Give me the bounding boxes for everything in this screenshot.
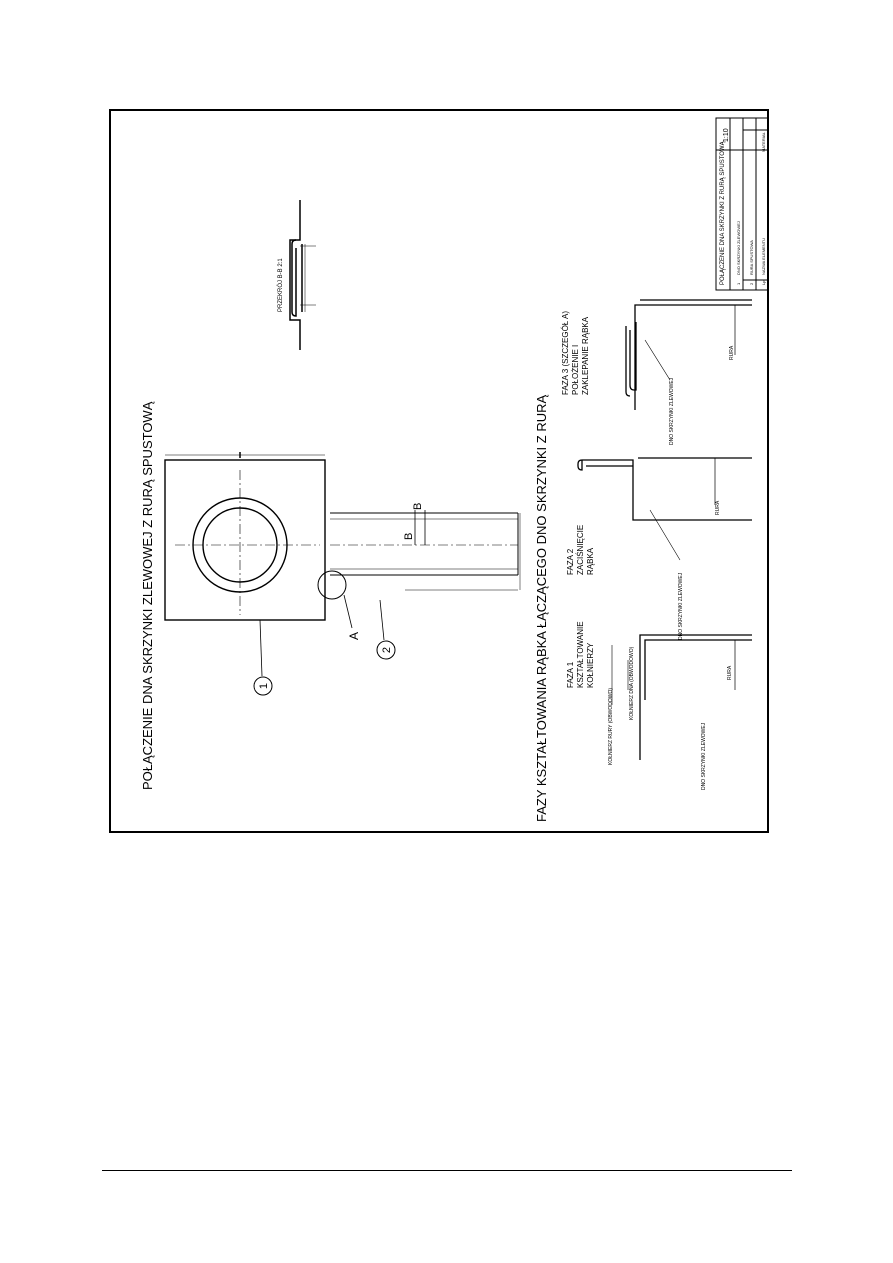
title-block-header-no: Lp [761, 280, 766, 285]
callout-2: 2 [381, 647, 393, 653]
title-block-scale: 1:10 [723, 128, 730, 142]
phase1-label-pipe-flange: KOŁNIERZ RURY (OBWODOWO) [608, 688, 614, 765]
detail-label-a: A [347, 632, 361, 640]
title-block-row1-name: DNO SKRZYNKI ZLEWOWEJ [736, 221, 741, 275]
phase2-title: FAZA 2 [566, 548, 575, 575]
phase3-line2: POŁOŻENIE I [571, 345, 580, 395]
phase1-label-bottom-flange: KOŁNIERZ DNA (OBWODOWO) [629, 646, 635, 720]
phase3-label-bottom: DNO SKRZYNKI ZLEWOWEJ [669, 377, 675, 445]
phase2-label-pipe: RURA [715, 500, 721, 515]
phase1-line3: KOŁNIERZY [586, 642, 595, 688]
title-block-header-material: MATERIAŁ [761, 132, 766, 152]
main-view [164, 452, 521, 696]
phase1-label-pipe: RURA [727, 665, 733, 680]
title-block-row1-no: 1 [736, 282, 741, 285]
phase2-label-bottom: DNO SKRZYNKI ZLEWOWEJ [678, 572, 684, 640]
drawing-frame [109, 109, 769, 833]
phase1-label-bottom: DNO SKRZYNKI ZLEWOWEJ [701, 722, 707, 790]
phase3-title: FAZA 3 (SZCZEGÓŁ A) [561, 311, 570, 395]
title-block-header-name: NAZWA ELEMENTU [761, 238, 766, 275]
phase2-line2: ZACIŚNIĘCIE [576, 525, 585, 575]
phase2-drawing [577, 457, 752, 561]
drawing-title-bottom: FAZY KSZTAŁTOWANIA RĄBKA ŁĄCZĄCEGO DNO S… [534, 395, 549, 822]
callout-1: 1 [258, 683, 270, 689]
phase3-drawing [625, 299, 752, 410]
phase1-title: FAZA 1 [566, 661, 575, 688]
phase1-line2: KSZTAŁTOWANIE [576, 621, 585, 688]
phase3-line3: ZAKLEPANIE RĄBKA [581, 316, 590, 395]
section-label: PRZEKRÓJ B-B 2:1 [277, 258, 284, 312]
title-block-row2-no: 2 [749, 282, 754, 285]
footer-rule [102, 1170, 792, 1171]
title-block-name: POŁĄCZENIE DNA SKRZYNKI Z RURĄ SPUSTOWĄ [720, 140, 726, 285]
phase2-line3: RĄBKA [586, 547, 595, 575]
title-block-row2-name: RURA SPUSTOWA [749, 240, 754, 275]
phase3-label-pipe: RURA [729, 345, 735, 360]
phase1-drawing [611, 634, 752, 760]
section-mark-b-2: B [412, 503, 424, 510]
section-mark-b-1: B [403, 533, 415, 540]
section-detail [289, 200, 316, 350]
drawing-title-top: POŁĄCZENIE DNA SKRZYNKI ZLEWOWEJ Z RURĄ … [140, 401, 155, 790]
title-block [715, 117, 769, 291]
